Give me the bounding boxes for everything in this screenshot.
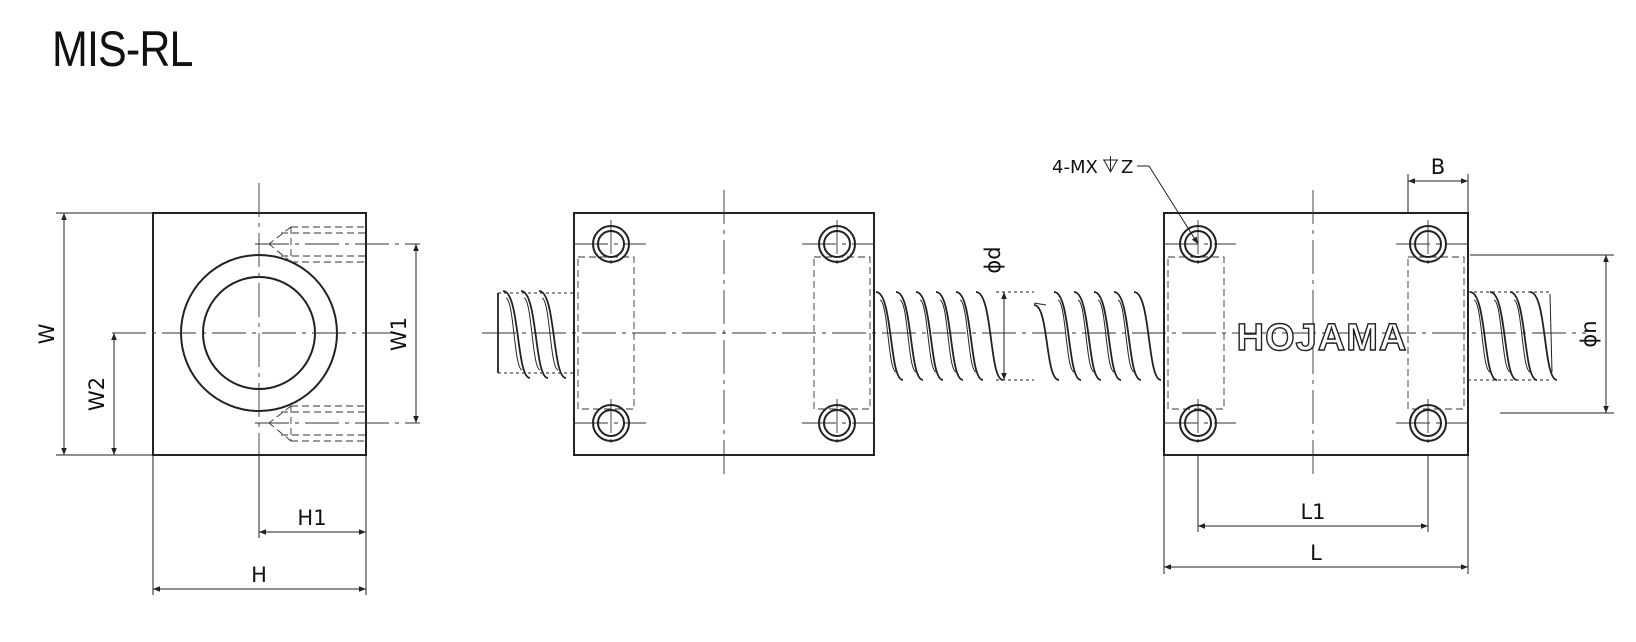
right-nut-hole-tl <box>1179 225 1217 263</box>
dimension-l1: L1 <box>1197 455 1429 532</box>
right-nut-hole-br <box>1409 404 1447 442</box>
right-nut-hole-tr <box>1409 225 1447 263</box>
right-nut-body <box>1163 212 1469 456</box>
screw-middle: ϕd <box>875 246 1162 381</box>
dimension-w: W <box>35 212 153 456</box>
label-h: H <box>251 563 267 587</box>
label-hole-callout: 4-MX <box>1052 157 1098 178</box>
end-view-outline <box>152 212 367 456</box>
label-w2: W2 <box>85 377 109 411</box>
depth-icon <box>1103 156 1118 174</box>
hole-callout: 4-MX Z <box>1052 156 1199 245</box>
left-nut-hole-tl <box>592 225 630 263</box>
right-nut-hole-bl <box>1179 404 1217 442</box>
left-nut-hole-bl <box>592 404 630 442</box>
dimension-w1: W1 <box>387 244 419 423</box>
dimension-l: L <box>1163 455 1469 574</box>
nut-inner-arc-lower <box>205 349 273 390</box>
label-w1: W1 <box>387 317 411 351</box>
label-w: W <box>35 323 59 344</box>
upper-tapped-hole <box>255 226 420 263</box>
screw-right-end <box>1468 291 1558 381</box>
dimension-b: B <box>1407 155 1469 213</box>
dimension-w2: W2 <box>85 333 153 456</box>
dimension-phi-n: ϕn <box>1470 254 1614 414</box>
screw-left-end <box>497 290 574 379</box>
right-nut: HOJAMA <box>1163 190 1469 478</box>
side-view: ϕd HOJAMA <box>482 155 1614 574</box>
left-nut-hole-br <box>818 404 856 442</box>
left-nut-hole-tr <box>818 225 856 263</box>
label-l: L <box>1310 541 1322 565</box>
dimension-h1: H1 <box>258 455 367 595</box>
brand-logo-text: HOJAMA <box>1237 317 1408 359</box>
drawing-title: MIS-RL <box>52 21 193 77</box>
end-view: W W2 W1 H1 H <box>35 183 420 595</box>
label-hole-depth: Z <box>1121 157 1133 178</box>
dimension-h: H <box>152 455 366 595</box>
label-h1: H1 <box>297 506 326 530</box>
lower-tapped-hole <box>255 405 420 442</box>
label-phi-d: ϕd <box>981 246 1005 273</box>
label-phi-n: ϕn <box>1577 320 1601 347</box>
label-b: B <box>1431 155 1445 179</box>
left-nut <box>573 190 875 478</box>
nut-inner-arc <box>245 276 313 317</box>
label-l1: L1 <box>1300 500 1325 524</box>
